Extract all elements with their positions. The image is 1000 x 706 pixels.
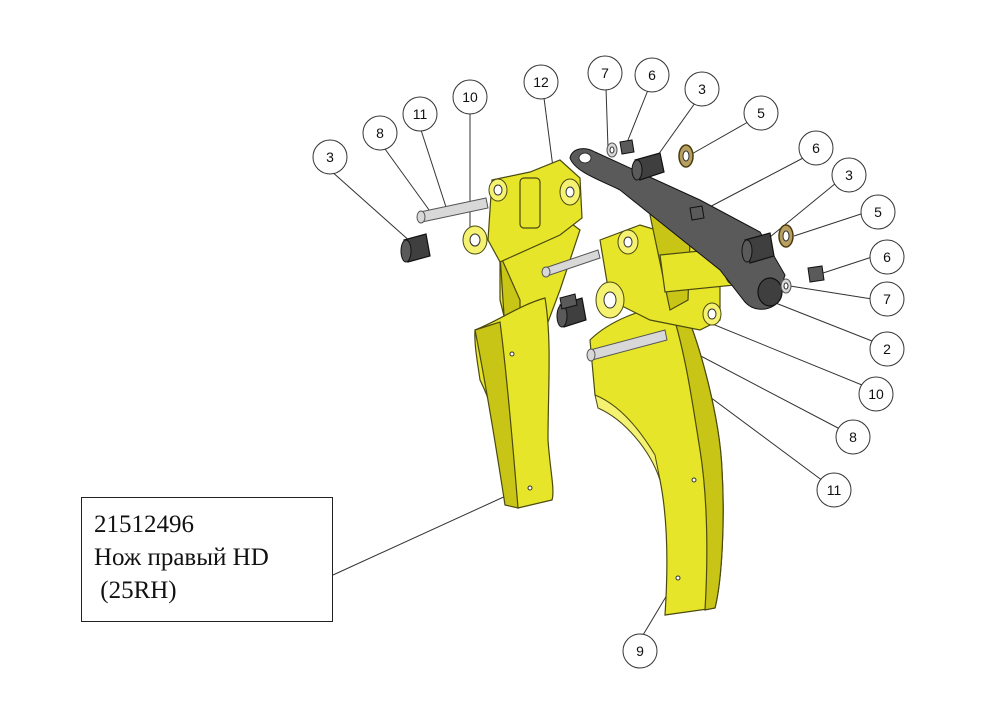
- balloon-3: 3: [684, 71, 720, 107]
- svg-text:3: 3: [698, 81, 706, 97]
- balloon-12: 12: [523, 64, 559, 100]
- svg-text:5: 5: [757, 105, 765, 121]
- bushings: [400, 152, 775, 328]
- balloon-8: 8: [835, 419, 871, 455]
- svg-text:10: 10: [462, 89, 478, 105]
- balloon-7: 7: [587, 55, 623, 91]
- balloon-5: 5: [860, 194, 896, 230]
- balloon-9: 9: [622, 633, 658, 669]
- svg-text:11: 11: [413, 106, 428, 122]
- svg-text:5: 5: [874, 204, 882, 220]
- balloon-10: 10: [858, 376, 894, 412]
- part-number: 21512496: [94, 511, 194, 538]
- balloon-2: 2: [869, 331, 905, 367]
- balloon-11: 11: [402, 96, 438, 132]
- svg-text:11: 11: [827, 482, 842, 498]
- balloon-6: 6: [869, 239, 905, 275]
- part-info-box: 21512496 Нож правый HD (25RH): [81, 497, 333, 622]
- balloon-7: 7: [869, 281, 905, 317]
- balloon-3: 3: [831, 157, 867, 193]
- svg-text:6: 6: [812, 140, 820, 156]
- balloon-8: 8: [362, 115, 398, 151]
- svg-text:12: 12: [533, 74, 549, 90]
- balloon-3: 3: [312, 139, 348, 175]
- balloon-6: 6: [634, 57, 670, 93]
- left-blade: [474, 297, 554, 509]
- svg-text:10: 10: [868, 386, 884, 402]
- svg-text:9: 9: [636, 643, 644, 659]
- balloon-11: 11: [816, 472, 852, 508]
- part-name: Нож правый HD: [94, 544, 269, 571]
- balloon-10: 10: [452, 79, 488, 115]
- pins: [416, 197, 668, 362]
- svg-text:6: 6: [648, 67, 656, 83]
- leader-lines: [329, 87, 873, 641]
- svg-text:7: 7: [883, 291, 891, 307]
- balloons: 3 8 11 10 12 7 6 3 5 6 3 5 6 7 2 10 8 11…: [312, 55, 905, 669]
- washers-and-nuts: [559, 139, 825, 310]
- svg-text:3: 3: [845, 167, 853, 183]
- svg-text:8: 8: [376, 125, 384, 141]
- svg-text:7: 7: [601, 65, 609, 81]
- svg-text:2: 2: [883, 341, 891, 357]
- balloon-6: 6: [798, 130, 834, 166]
- balloon-5: 5: [743, 95, 779, 131]
- part-code: (25RH): [94, 577, 177, 604]
- link-plate: [569, 148, 786, 310]
- svg-text:8: 8: [849, 429, 857, 445]
- svg-text:3: 3: [326, 149, 334, 165]
- svg-text:6: 6: [883, 249, 891, 265]
